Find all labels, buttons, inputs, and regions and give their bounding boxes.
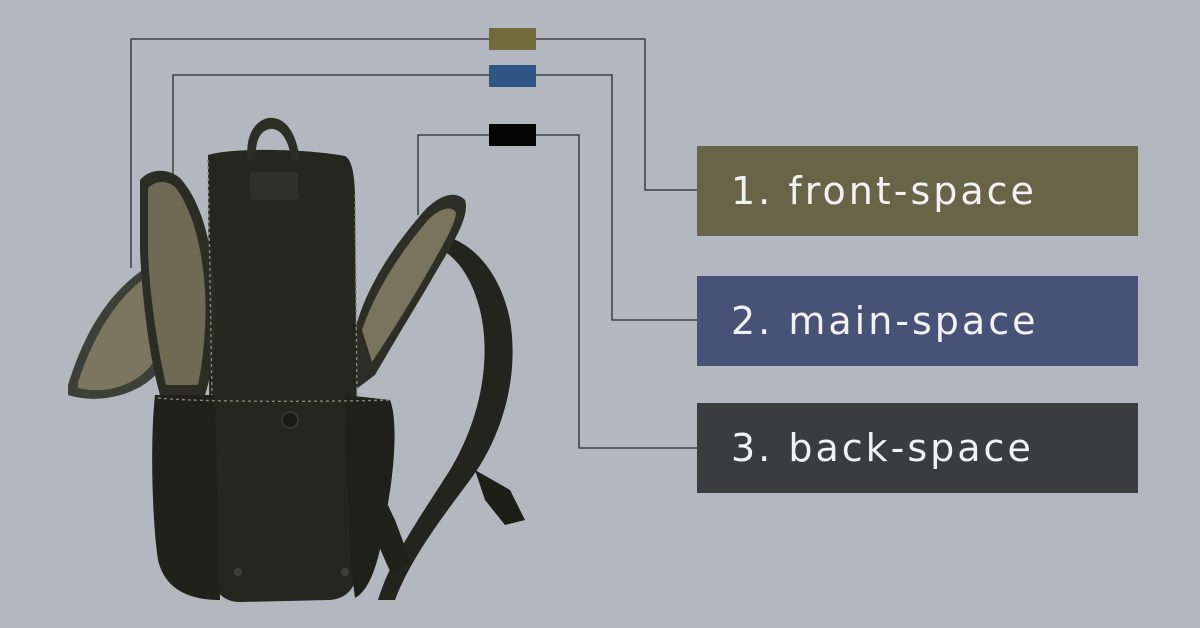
bag-side-panel xyxy=(345,395,395,598)
swatch-back xyxy=(489,124,536,146)
label-front-space: 1. front-space xyxy=(697,146,1138,236)
leader-lines xyxy=(130,38,697,449)
bottom-snap-right xyxy=(341,568,349,576)
back-lid-lining xyxy=(362,208,456,362)
bag-lower-front xyxy=(152,395,220,600)
backpack-image xyxy=(68,117,525,602)
leader-line-main xyxy=(172,74,697,321)
swatch-front xyxy=(489,28,536,50)
top-handle xyxy=(247,117,300,160)
label-back-space: 3. back-space xyxy=(697,403,1138,493)
side-snap-button xyxy=(281,411,299,429)
strap-buckle xyxy=(475,470,525,525)
handle-patch xyxy=(250,172,298,200)
bag-body xyxy=(208,149,358,602)
leader-line-front xyxy=(130,38,697,268)
label-back-text: 3. back-space xyxy=(731,426,1034,470)
zipper-lines xyxy=(157,159,393,403)
label-front-text: 1. front-space xyxy=(731,169,1037,213)
label-main-space: 2. main-space xyxy=(697,276,1138,366)
bottom-snap-left xyxy=(234,568,242,576)
label-main-text: 2. main-space xyxy=(731,299,1039,343)
leader-line-back xyxy=(417,134,697,449)
shoulder-strap xyxy=(378,235,513,600)
swatch-main xyxy=(489,65,536,87)
main-flap-lining xyxy=(148,182,206,385)
